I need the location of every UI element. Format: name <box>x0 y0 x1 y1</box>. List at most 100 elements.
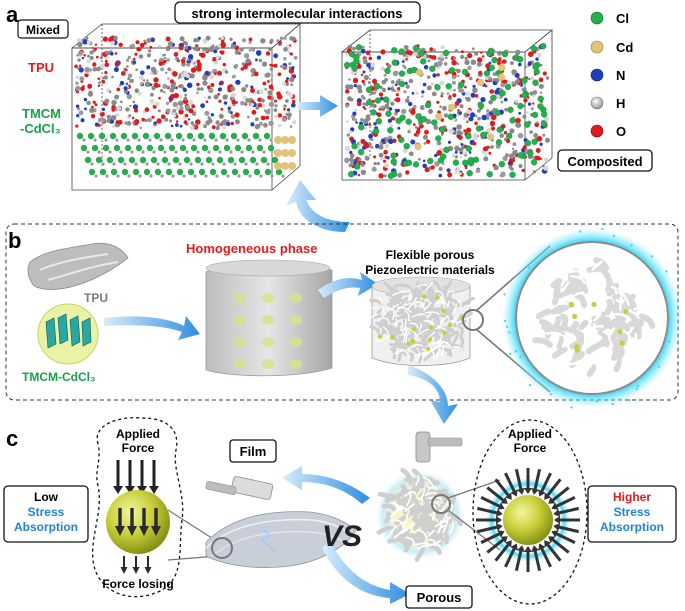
atom <box>489 89 495 94</box>
atom <box>179 95 183 99</box>
atom <box>273 53 279 59</box>
atom <box>425 118 432 125</box>
atom <box>163 90 166 94</box>
radial-arrow <box>553 531 576 544</box>
atom <box>425 139 431 144</box>
atom <box>165 47 170 52</box>
atom <box>491 114 497 121</box>
cl-atom <box>154 168 162 176</box>
atom <box>202 80 208 86</box>
atom <box>527 61 532 66</box>
atom <box>170 138 174 142</box>
atom <box>265 115 270 120</box>
atom <box>167 162 171 166</box>
atom <box>183 120 188 125</box>
atom <box>543 157 549 163</box>
cl-atom <box>365 86 373 93</box>
strut <box>390 347 397 360</box>
radial-arrow <box>494 478 512 499</box>
atom <box>250 102 255 107</box>
atom <box>486 117 490 120</box>
porous-label: Porous <box>417 590 462 605</box>
atom <box>154 101 160 107</box>
atom <box>472 87 478 93</box>
atom <box>442 105 447 111</box>
atom <box>522 114 527 119</box>
atom <box>448 128 454 134</box>
atom <box>402 57 406 62</box>
low-stress-label: Stress <box>28 505 65 519</box>
right-zoom-line-1 <box>447 479 501 499</box>
cl-atom <box>120 132 128 140</box>
strut <box>421 348 427 358</box>
atom <box>76 90 79 94</box>
atom <box>270 174 274 178</box>
cd-atom <box>274 162 282 170</box>
atom <box>81 56 85 60</box>
atom-legend: Cl Cd N H O <box>590 11 633 139</box>
atom <box>503 131 508 135</box>
strut <box>425 281 434 291</box>
atom <box>181 138 185 142</box>
atom <box>367 81 371 84</box>
atom <box>454 155 459 159</box>
cl-atom <box>76 132 84 140</box>
atom <box>508 153 514 159</box>
radial-arrow <box>544 541 562 562</box>
atom <box>104 138 108 142</box>
atom <box>393 111 398 116</box>
applied-force-right-1: Applied <box>508 427 552 441</box>
cl-atom <box>531 111 539 119</box>
glow-dot <box>505 325 509 328</box>
particle <box>411 327 416 332</box>
cl-atom <box>490 94 497 102</box>
atom <box>104 62 110 67</box>
strut <box>402 333 406 344</box>
atom <box>386 156 390 160</box>
atom <box>372 99 375 103</box>
atom <box>260 38 266 44</box>
applied-force-left-1: Applied <box>116 427 160 441</box>
atom <box>215 174 219 178</box>
cl-atom <box>256 144 264 152</box>
cl-atom <box>517 56 524 63</box>
atom <box>378 105 382 109</box>
atom <box>253 92 257 95</box>
right-radial-arrows <box>476 468 580 572</box>
atom <box>152 150 156 154</box>
tmcm-label-a-2: -CdCl₃ <box>20 121 61 136</box>
atom <box>285 82 289 87</box>
atom <box>383 73 387 77</box>
cl-atom <box>537 103 544 110</box>
cl-atom <box>387 127 394 134</box>
atom <box>522 145 527 150</box>
atom <box>376 161 380 166</box>
strut <box>446 300 451 308</box>
atom <box>141 150 145 154</box>
atom <box>452 93 457 98</box>
strut <box>613 353 624 373</box>
atom <box>489 120 496 127</box>
cl-atom <box>521 92 528 99</box>
atom <box>458 135 463 141</box>
cd-atom <box>288 136 296 144</box>
strut <box>414 544 426 562</box>
atom <box>79 76 85 82</box>
atom <box>536 121 539 124</box>
cl-atom <box>88 168 96 176</box>
strut <box>452 346 463 352</box>
atom <box>101 162 105 166</box>
atom <box>119 150 123 154</box>
atom <box>111 75 114 79</box>
atom <box>177 100 184 107</box>
atom <box>380 138 386 143</box>
strut <box>614 312 632 322</box>
atom <box>165 101 170 105</box>
atom <box>544 137 551 143</box>
cd-atom <box>281 162 289 170</box>
strut <box>615 299 622 309</box>
atom <box>230 86 236 92</box>
strut <box>586 325 604 331</box>
atom <box>224 70 229 74</box>
panel-b: b TPU TMCM-CdCl₃ Homogeneous phase Flexi… <box>5 223 682 424</box>
